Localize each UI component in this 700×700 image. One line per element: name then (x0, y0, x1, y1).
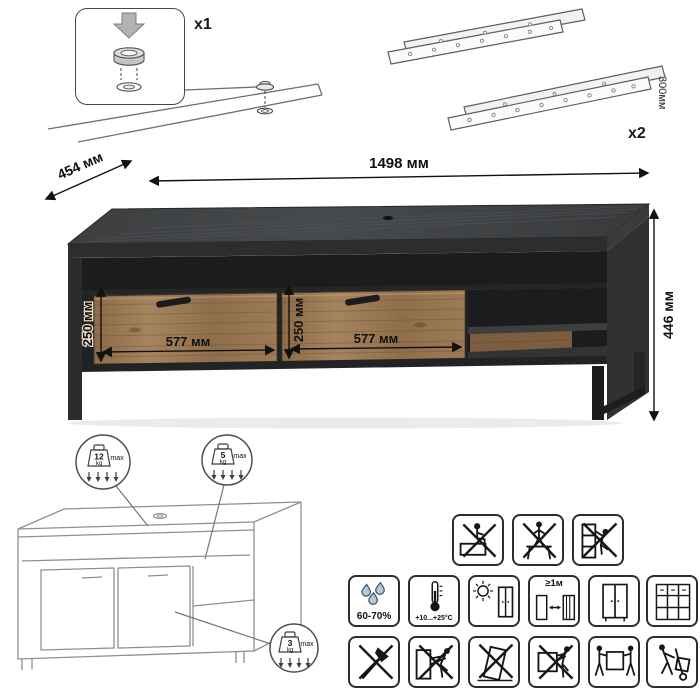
icon-cell-no-carrying-alone (528, 636, 580, 688)
load-limit-top-badge: 12 kg max (75, 434, 131, 490)
no-sharp-tools-icon (358, 644, 394, 680)
press-down-arrow-icon (112, 12, 146, 39)
metal-loop-leg (592, 352, 645, 420)
humidity-label: 60-70% (356, 611, 392, 622)
humidity-icon (361, 581, 385, 606)
no-tilting-icon (477, 643, 514, 682)
no-pushing-icon (415, 644, 454, 680)
no-sitting-icon (459, 523, 497, 558)
icon-cell-no-pushing (408, 636, 460, 688)
icon-cell-wardrobe-compartments (646, 575, 698, 627)
dimension-right-drawer-height-label: 250 мм (291, 298, 306, 343)
drawer-slides-illustration (387, 8, 666, 131)
icon-cell-humidity: 60-70% (348, 575, 400, 627)
foot-detail-panel (75, 8, 185, 105)
furniture-foot-illustration (112, 12, 146, 92)
slides-quantity-label: x2 (628, 125, 646, 142)
open-shelf-compartment (468, 288, 607, 366)
load-limit-drawer-badge: 3 kg max (269, 623, 319, 673)
dimension-depth-label: 454 мм (55, 148, 105, 182)
load-top-value: 12 (94, 452, 104, 462)
open-niche (82, 251, 607, 295)
icon-cell-no-direct-sunlight (468, 575, 520, 627)
dimension-left-drawer-width-label: 577 мм (166, 334, 211, 349)
right-drawer-handle (345, 294, 380, 306)
no-direct-sunlight-icon (472, 580, 514, 618)
load-niche-note: max (233, 453, 247, 460)
no-climbing-icon (581, 522, 618, 559)
foot-quantity-label: x1 (194, 16, 212, 33)
icon-cell-no-standing (512, 514, 564, 566)
wardrobe-compartments-icon (655, 583, 691, 621)
wardrobe-doors-icon (602, 583, 628, 622)
heat-distance-icon (535, 594, 576, 621)
load-leader-lines (115, 484, 272, 645)
dimension-width-label: 1498 мм (369, 155, 429, 172)
cable-hole (383, 215, 393, 221)
slide-length-label: 300мм (656, 76, 668, 110)
left-leg-panel (68, 258, 82, 420)
load-drawer-note: max (300, 641, 314, 648)
dimension-right-drawer-width-label: 577 мм (354, 331, 399, 346)
load-drawer-unit: kg (287, 648, 293, 654)
icon-cell-heat-distance: ≥1м (528, 575, 580, 627)
load-limit-niche-badge: 5 kg max (201, 434, 253, 486)
load-top-note: max (110, 455, 124, 462)
icon-cell-carry-with-two (588, 636, 640, 688)
icon-cell-no-sharp-tools (348, 636, 400, 688)
icon-cell-no-climbing (572, 514, 624, 566)
icon-cell-no-tilting (468, 636, 520, 688)
carry-with-two-icon (594, 645, 636, 676)
foot-mounting-lines (47, 83, 323, 143)
tv-stand-illustration (66, 203, 651, 429)
icon-cell-wardrobe-doors (588, 575, 640, 627)
load-niche-value: 5 (221, 450, 226, 460)
load-drawer-value: 3 (288, 638, 293, 648)
distance-label: ≥1м (545, 578, 563, 589)
icon-cell-temperature: +10...+25°C (408, 575, 460, 627)
temperature-label: +10...+25°C (415, 615, 453, 622)
left-drawer-handle (156, 296, 191, 308)
temperature-icon (430, 581, 443, 612)
hand-truck-icon (659, 644, 691, 681)
small-foot-illustration (255, 81, 275, 115)
dimension-left-drawer-height-label: 250 мм (80, 302, 95, 347)
load-niche-unit: kg (220, 460, 226, 466)
dimension-height-label: 446 мм (660, 291, 676, 339)
load-limit-diagram: 12 kg max 5 kg max 3 k (17, 434, 319, 673)
load-top-unit: kg (96, 461, 102, 467)
left-drawer (93, 292, 278, 366)
icon-cell-hand-truck (646, 636, 698, 688)
no-standing-icon (522, 521, 557, 560)
icon-cell-no-sitting (452, 514, 504, 566)
right-drawer (281, 289, 466, 363)
no-carrying-alone-icon (537, 644, 574, 680)
